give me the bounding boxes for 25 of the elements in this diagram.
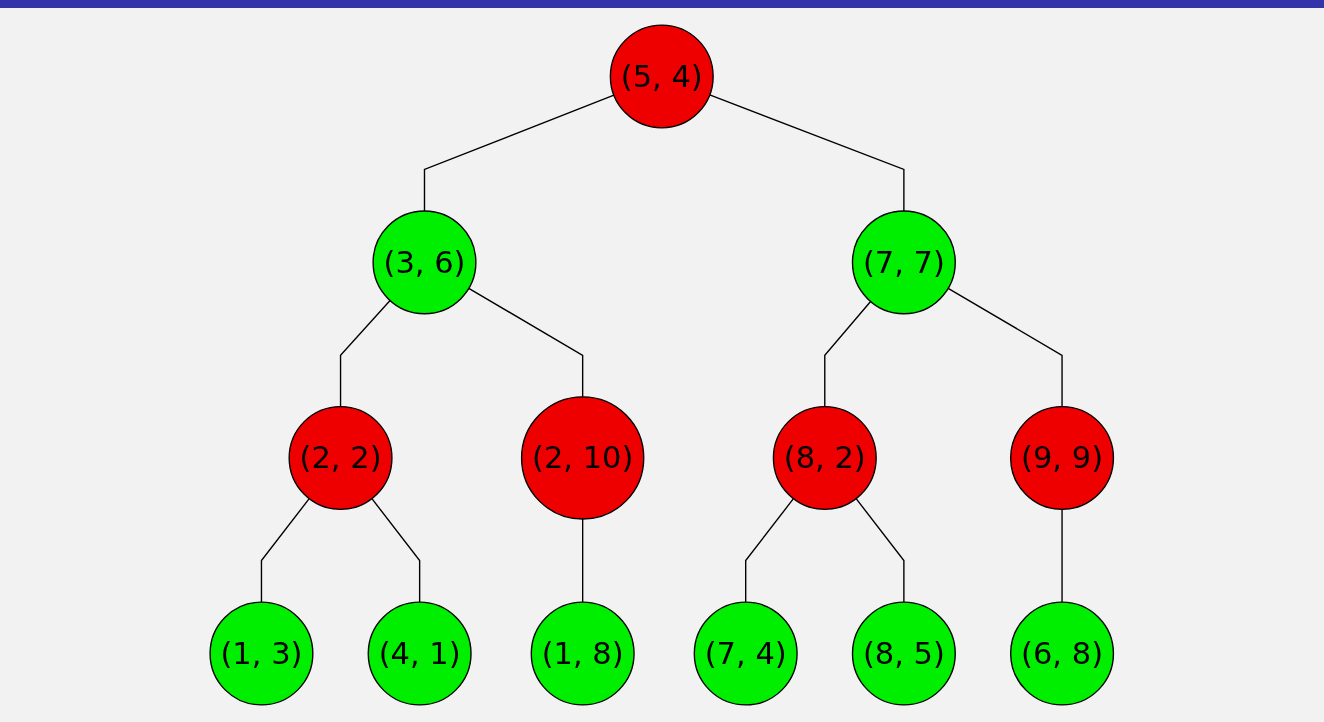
connector <box>745 497 795 603</box>
connector <box>340 299 391 408</box>
connector <box>371 497 421 603</box>
connector <box>855 497 905 603</box>
connector <box>1061 508 1063 603</box>
node-circle: (8, 5) <box>852 601 957 706</box>
node-circle: (1, 3) <box>209 601 314 706</box>
node-circle: (5, 4) <box>609 24 715 129</box>
connector <box>424 94 615 212</box>
node-circle: (2, 2) <box>288 405 393 510</box>
node-circle: (7, 7) <box>852 210 957 315</box>
node-circle: (6, 8) <box>1010 601 1115 706</box>
node-circle: (9, 9) <box>1010 405 1115 510</box>
node-circle: (1, 8) <box>530 601 635 706</box>
connector <box>947 287 1063 408</box>
connector <box>582 518 584 603</box>
node-circle: (3, 6) <box>372 210 477 315</box>
connector <box>824 300 872 408</box>
node-circle: (2, 10) <box>521 396 645 520</box>
connector <box>709 94 905 212</box>
connector <box>261 497 311 603</box>
node-circle: (7, 4) <box>693 601 798 706</box>
connector <box>468 287 584 398</box>
node-circle: (8, 2) <box>772 405 878 510</box>
node-circle: (4, 1) <box>367 601 472 706</box>
